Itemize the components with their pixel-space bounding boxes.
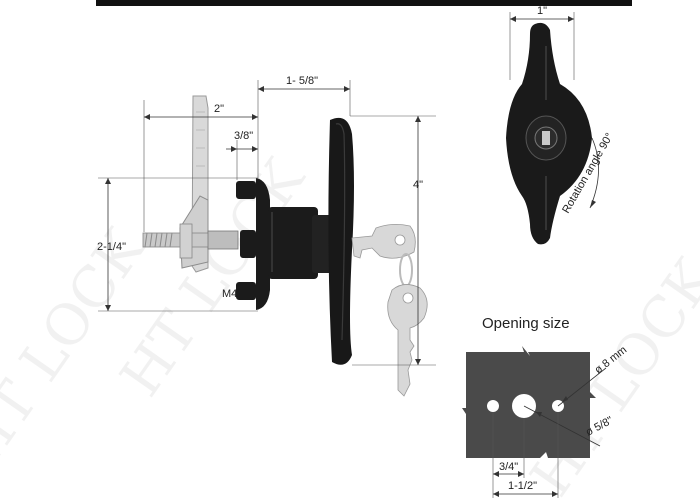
- threaded-rod: [142, 232, 214, 248]
- hole-spacing-label: 3/4": [499, 461, 518, 473]
- key-slot: [542, 131, 550, 145]
- washer: [207, 230, 239, 250]
- hole-left: [487, 400, 499, 412]
- dim-flange-height: 2-1/4": [97, 241, 126, 253]
- key-1: [351, 224, 416, 259]
- key-ring: [399, 253, 413, 287]
- dim-handle-width: 1": [537, 5, 547, 17]
- keys: [351, 224, 428, 397]
- t-handle: [328, 117, 354, 365]
- outer-spacing-label: 1-1/2": [508, 480, 537, 492]
- thread-size-label: M4: [222, 288, 237, 300]
- dim-handle-height: 4": [413, 179, 423, 191]
- lock-side-view: M4: [142, 95, 428, 397]
- stud-top: [236, 181, 256, 199]
- dim-bracket-length: 2": [214, 103, 224, 115]
- dim-body-depth: 1- 5/8": [286, 75, 318, 87]
- dim-thread-offset: 3/8": [234, 130, 253, 142]
- lock-flange: [256, 178, 270, 310]
- nut: [179, 223, 193, 259]
- lock-cylinder-body: [268, 207, 318, 279]
- top-bar: [96, 0, 632, 6]
- stud-bottom: [236, 282, 256, 300]
- opening-title: Opening size: [482, 315, 570, 332]
- key-2: [387, 284, 428, 397]
- side-dimensions: 1- 5/8" 2" 3/8" 4" 2-1/4": [97, 75, 436, 366]
- stud-mid: [240, 230, 256, 258]
- handle-front-view: [506, 22, 592, 245]
